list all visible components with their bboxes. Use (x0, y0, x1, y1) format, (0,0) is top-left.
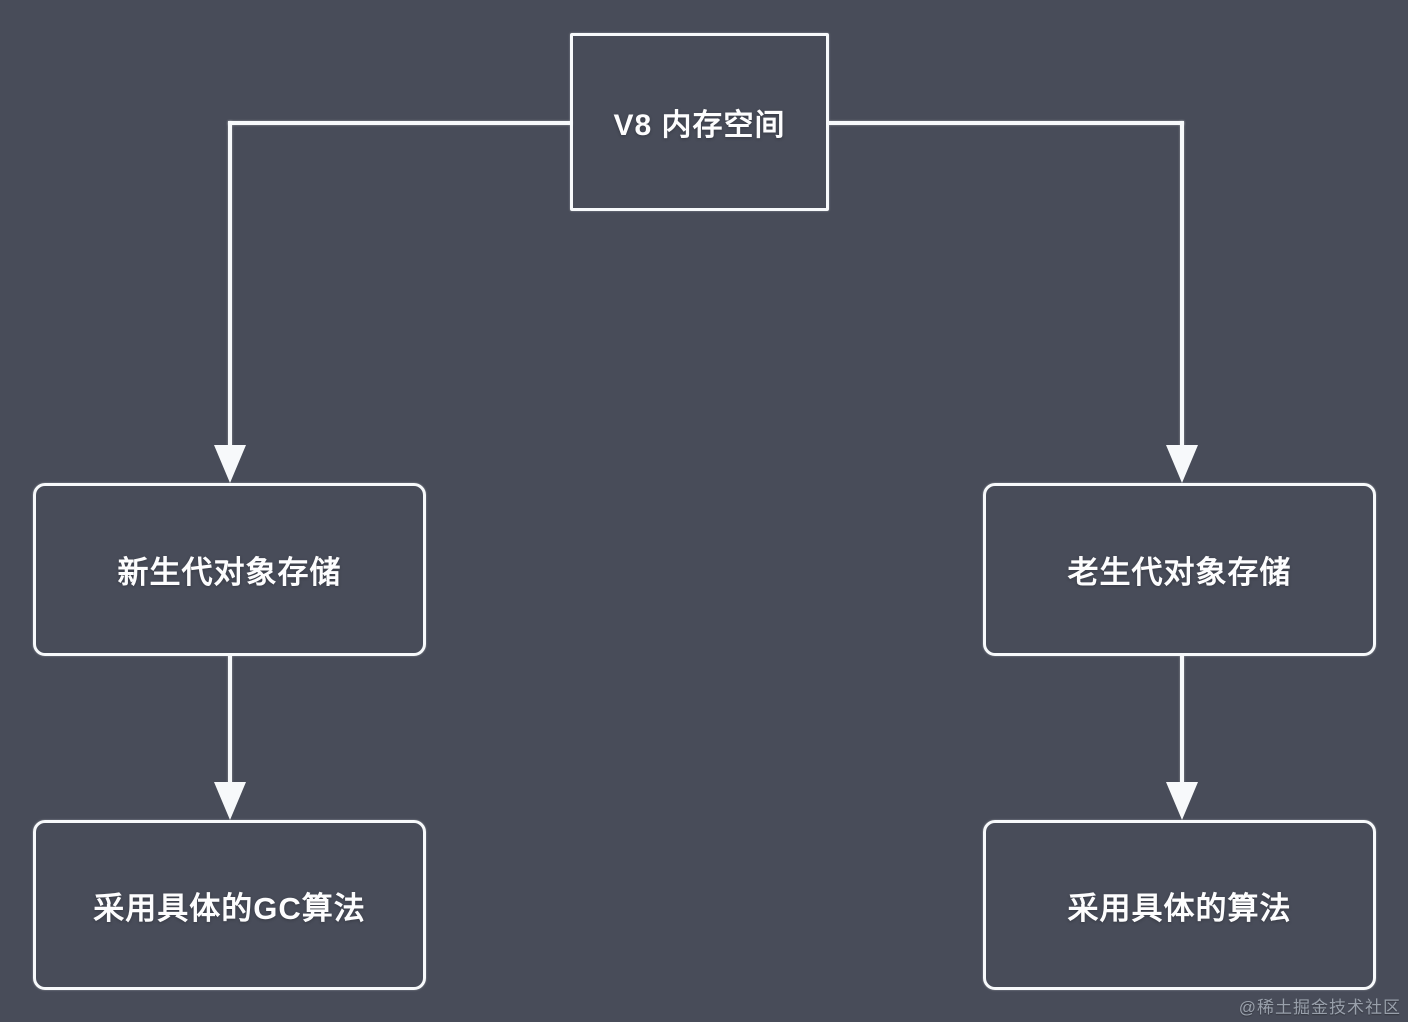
arrow-down-icon (1166, 445, 1198, 483)
watermark: @稀土掘金技术社区 (1238, 998, 1401, 1017)
connector-new-gen-to-gc-vertical (228, 655, 232, 785)
node-new-generation-storage: 新生代对象存储 (33, 483, 426, 656)
arrow-down-icon (214, 782, 246, 820)
connector-root-to-old-gen-horizontal (829, 121, 1184, 125)
node-old-generation-algorithm-label: 采用具体的算法 (1067, 890, 1292, 926)
node-new-generation-gc-algorithm: 采用具体的GC算法 (33, 820, 426, 990)
node-old-generation-storage-label: 老生代对象存储 (1067, 555, 1292, 590)
node-old-generation-storage: 老生代对象存储 (983, 483, 1376, 656)
connector-old-gen-to-gc-vertical (1180, 655, 1184, 785)
connector-root-to-new-gen-horizontal (228, 121, 572, 125)
arrow-down-icon (214, 445, 246, 483)
arrow-down-icon (1166, 782, 1198, 820)
node-new-generation-gc-algorithm-label: 采用具体的GC算法 (93, 890, 366, 926)
connector-root-to-new-gen-vertical (228, 121, 232, 448)
node-old-generation-algorithm: 采用具体的算法 (983, 820, 1376, 990)
node-v8-memory-space-label: V8 内存空间 (613, 109, 786, 142)
node-v8-memory-space: V8 内存空间 (570, 33, 829, 211)
connector-root-to-old-gen-vertical (1180, 121, 1184, 448)
node-new-generation-storage-label: 新生代对象存储 (117, 555, 342, 590)
